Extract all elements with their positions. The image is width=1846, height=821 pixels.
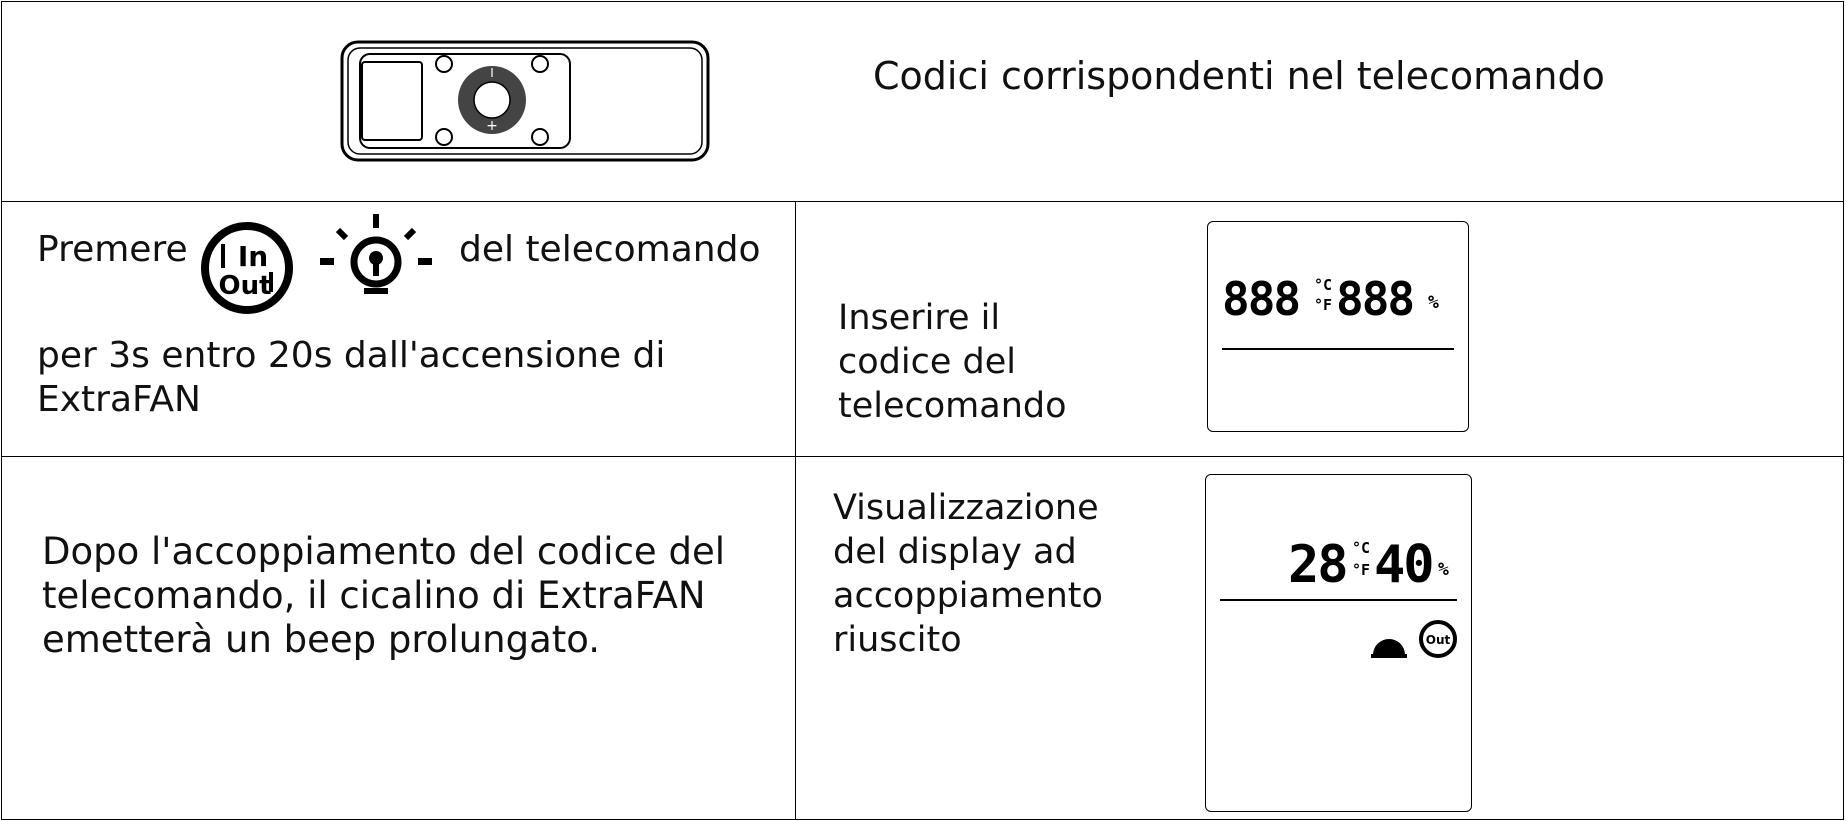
svg-text:In: In [238, 240, 268, 273]
lcd-humidity: 40 [1374, 535, 1435, 595]
instruction-prefix: Premere [37, 229, 188, 270]
lcd-divider [1222, 348, 1454, 350]
lcd-divider [1220, 599, 1457, 601]
svg-text:+: + [486, 118, 498, 134]
status-line: telecomando [838, 386, 1067, 426]
status-line: accoppiamento [833, 576, 1103, 616]
lcd-unit-f: °F [1352, 561, 1371, 579]
row-divider [1, 456, 1844, 457]
status-line: riuscito [833, 620, 962, 660]
lcd-display-paired: 28 °C °F 40 % Out [1205, 474, 1472, 812]
column-divider [795, 201, 796, 820]
svg-text:Out: Out [218, 271, 271, 301]
status-line: Visualizzazione [833, 488, 1099, 528]
status-line: Inserire il [838, 298, 1001, 338]
status-line: codice del [838, 342, 1016, 382]
status-line: del display ad [833, 532, 1077, 572]
instruction-line-3: ExtraFAN [37, 379, 201, 420]
svg-text:I: I [490, 66, 494, 80]
header-caption: Codici corrispondenti nel telecomando [873, 54, 1605, 98]
lcd-unit-percent: % [1438, 559, 1449, 580]
lcd-unit-f: °F [1314, 296, 1333, 314]
instruction-suffix: del telecomando [459, 229, 761, 270]
row-divider [1, 201, 1844, 202]
lcd-unit-c: °C [1352, 539, 1371, 557]
lcd-display-blank: 888 °C °F 888 % [1207, 221, 1469, 432]
message-line: Dopo l'accoppiamento del codice del [42, 530, 725, 573]
light-bulb-icon [316, 212, 436, 314]
message-line: telecomando, il cicalino di ExtraFAN [42, 574, 706, 617]
lcd-unit-percent: % [1428, 292, 1439, 313]
message-line: emetterà un beep prolungato. [42, 618, 601, 661]
instruction-line-2: per 3s entro 20s dall'accensione di [37, 335, 666, 376]
in-out-icon: In Out [201, 222, 293, 318]
half-dome-icon [1370, 635, 1408, 663]
lcd-unit-c: °C [1314, 276, 1333, 294]
lcd-temperature: 28 [1288, 535, 1349, 595]
out-icon: Out [1418, 619, 1458, 663]
remote-control-icon: I + [340, 40, 710, 166]
svg-text:Out: Out [1426, 633, 1451, 647]
lcd-right-digits: 888 [1336, 272, 1415, 326]
lcd-left-digits: 888 [1222, 272, 1301, 326]
